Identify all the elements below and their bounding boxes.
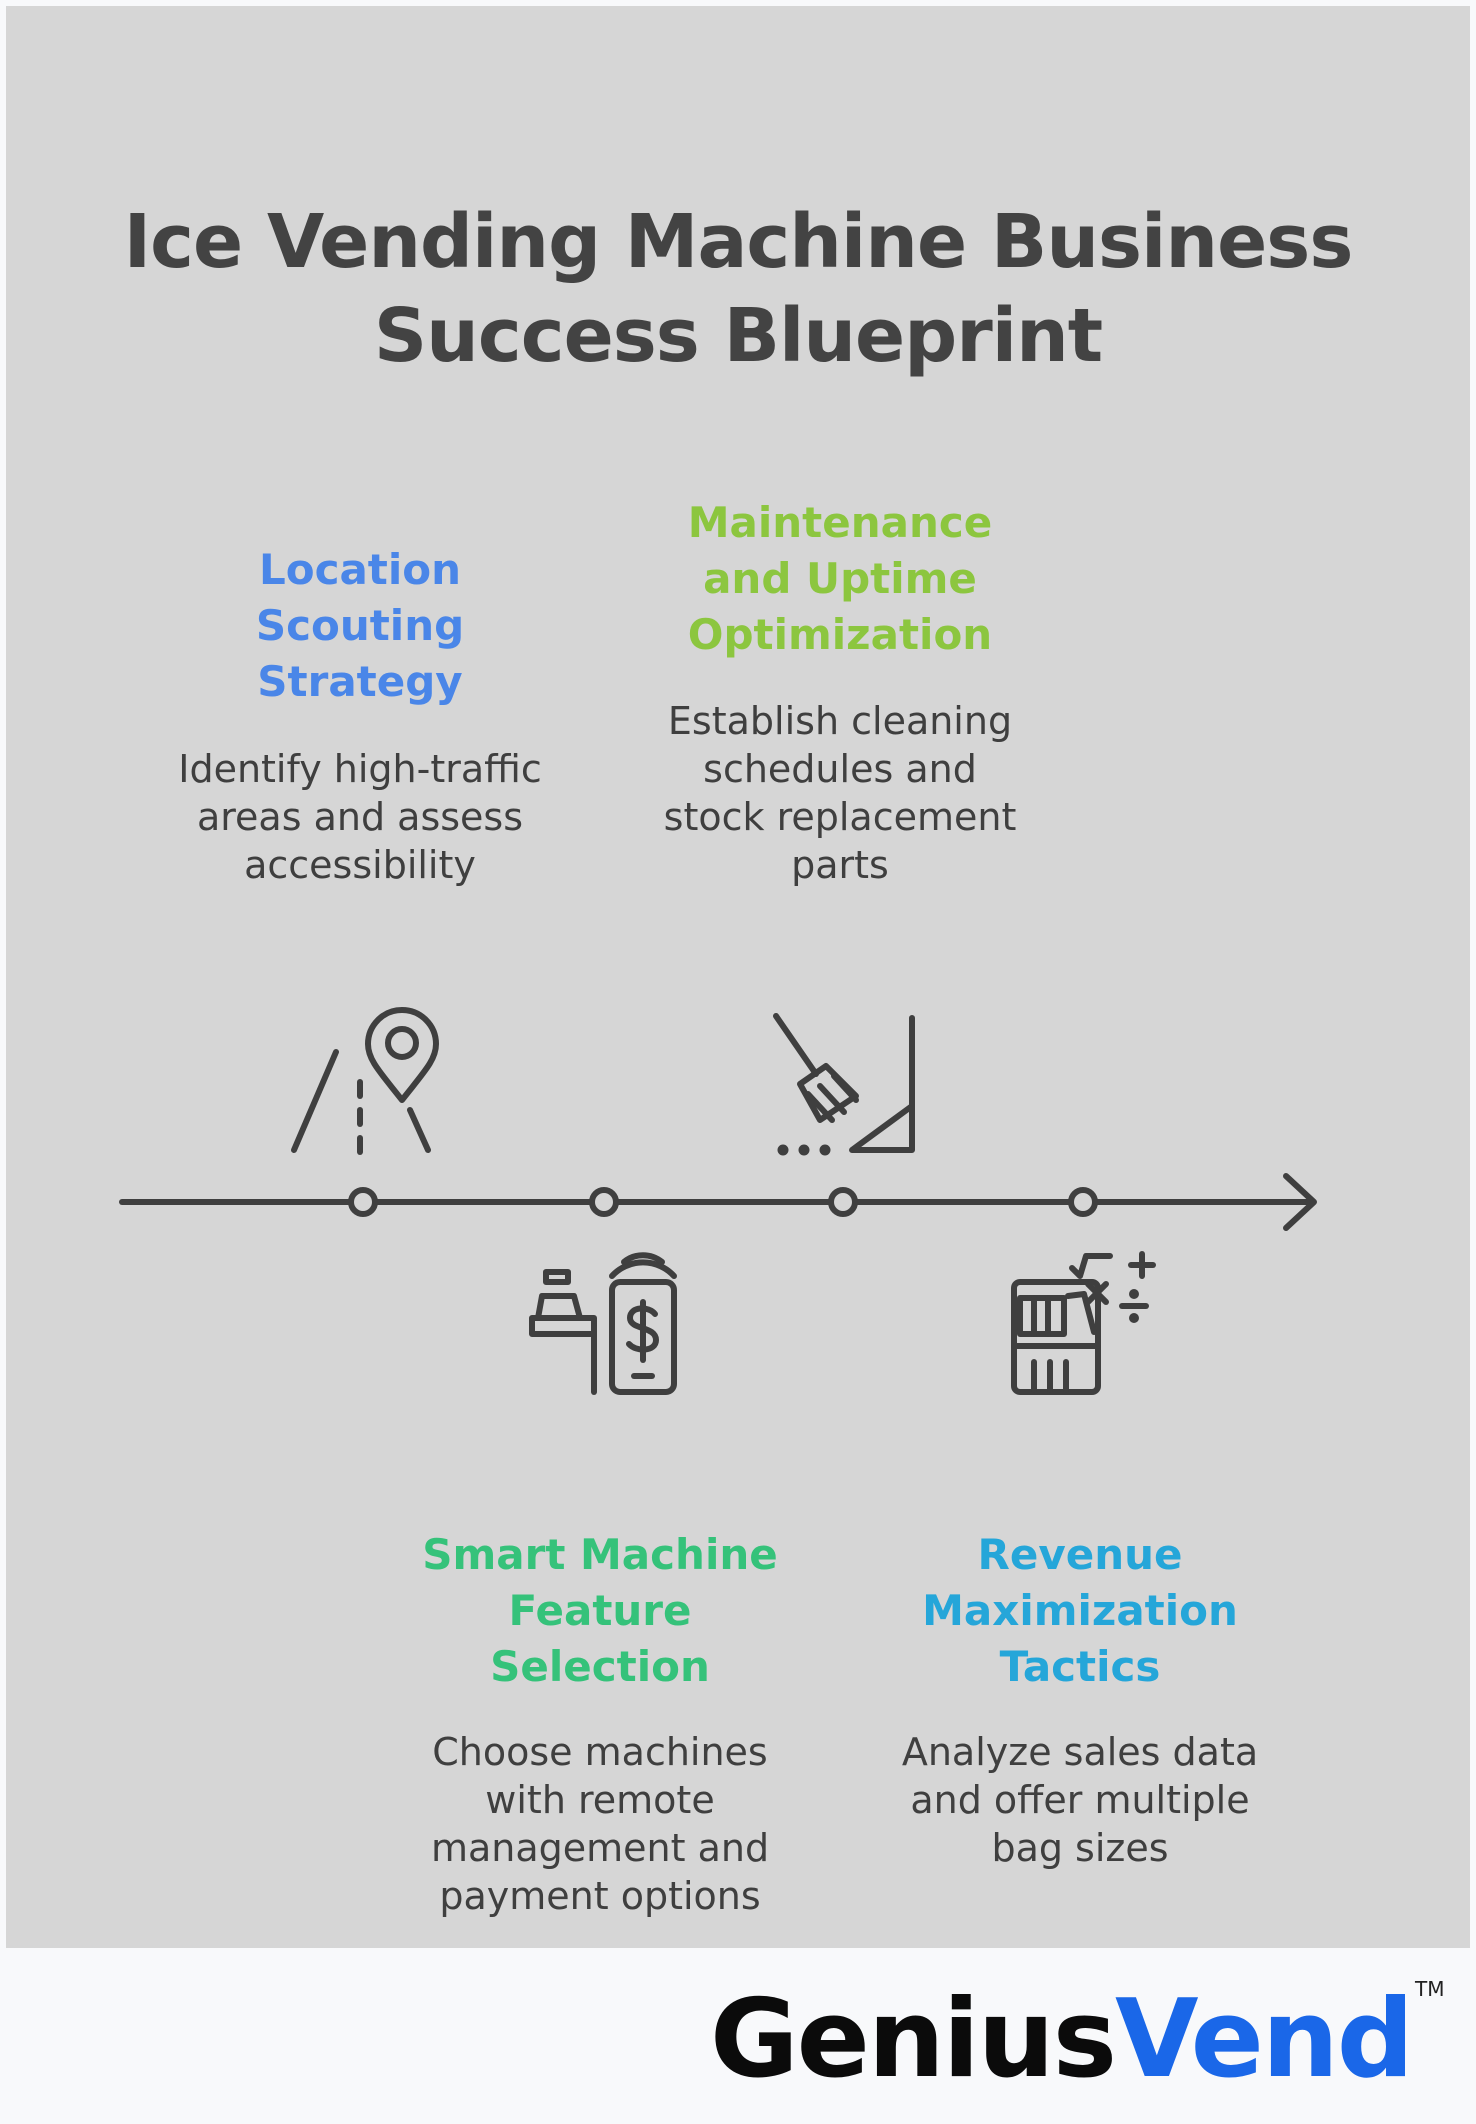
timeline-marker-4: [1068, 1187, 1098, 1217]
timeline-arrowhead: [1283, 1173, 1317, 1231]
step-2-desc-line: payment options: [439, 1874, 761, 1918]
page-title: Ice Vending Machine Business Success Blu…: [100, 195, 1376, 383]
step-1-description: Identify high-traffic areas and assess a…: [160, 745, 560, 889]
geniusvend-logo: GeniusVend TM: [710, 1975, 1470, 2115]
step-1-desc-line: Identify high-traffic: [178, 747, 542, 791]
step-2-title-line: Feature: [508, 1586, 692, 1635]
step-2-desc-line: Choose machines: [432, 1730, 768, 1774]
title-line-1: Ice Vending Machine Business: [123, 199, 1354, 285]
step-3-desc-line: parts: [791, 843, 889, 887]
step-4-title: Revenue Maximization Tactics: [880, 1527, 1280, 1695]
cash-register-phone-payment-icon: [529, 1252, 677, 1395]
step-4-title-line: Maximization: [922, 1586, 1238, 1635]
step-3-desc-line: schedules and: [703, 747, 977, 791]
step-2-desc-line: with remote: [485, 1778, 715, 1822]
broom-dustpan-icon: [773, 1013, 915, 1156]
step-4-desc-line: Analyze sales data: [901, 1730, 1259, 1774]
logo-text-accent: Vend: [1114, 1977, 1414, 2102]
step-3-desc-line: Establish cleaning: [667, 699, 1013, 743]
timeline-marker-1: [348, 1187, 378, 1217]
step-1-title: Location Scouting Strategy: [210, 542, 510, 710]
step-1-title-line: Location: [258, 545, 462, 594]
step-1-desc-line: areas and assess: [196, 795, 524, 839]
step-4-desc-line: and offer multiple: [910, 1778, 1250, 1822]
step-3-title-line: and Uptime: [703, 554, 977, 603]
step-4-title-line: Revenue: [977, 1530, 1183, 1579]
step-1-desc-line: accessibility: [244, 843, 476, 887]
step-2-title-line: Smart Machine: [422, 1530, 778, 1579]
timeline-marker-2: [589, 1187, 619, 1217]
step-3-title-line: Maintenance: [687, 498, 993, 547]
step-4-desc-line: bag sizes: [991, 1826, 1169, 1870]
timeline-marker-3: [828, 1187, 858, 1217]
step-1-title-line: Scouting: [255, 601, 465, 650]
step-2-description: Choose machines with remote management a…: [395, 1728, 805, 1920]
step-2-title-line: Selection: [490, 1642, 710, 1691]
calculator-register-icon: [1011, 1251, 1156, 1395]
title-line-2: Success Blueprint: [373, 293, 1103, 379]
step-3-description: Establish cleaning schedules and stock r…: [630, 697, 1050, 889]
step-3-title-line: Optimization: [687, 610, 993, 659]
infographic-panel: [6, 6, 1470, 1948]
step-2-desc-line: management and: [430, 1826, 770, 1870]
logo-trademark: TM: [1415, 1977, 1445, 2001]
logo-text: GeniusVend: [710, 1975, 1414, 2105]
road-location-pin-icon: [291, 1007, 439, 1155]
step-4-description: Analyze sales data and offer multiple ba…: [870, 1728, 1290, 1872]
step-2-title: Smart Machine Feature Selection: [400, 1527, 800, 1695]
step-3-title: Maintenance and Uptime Optimization: [650, 495, 1030, 663]
step-3-desc-line: stock replacement: [663, 795, 1017, 839]
step-4-title-line: Tactics: [999, 1642, 1161, 1691]
logo-text-main: Genius: [710, 1977, 1117, 2102]
step-1-title-line: Strategy: [257, 657, 463, 706]
